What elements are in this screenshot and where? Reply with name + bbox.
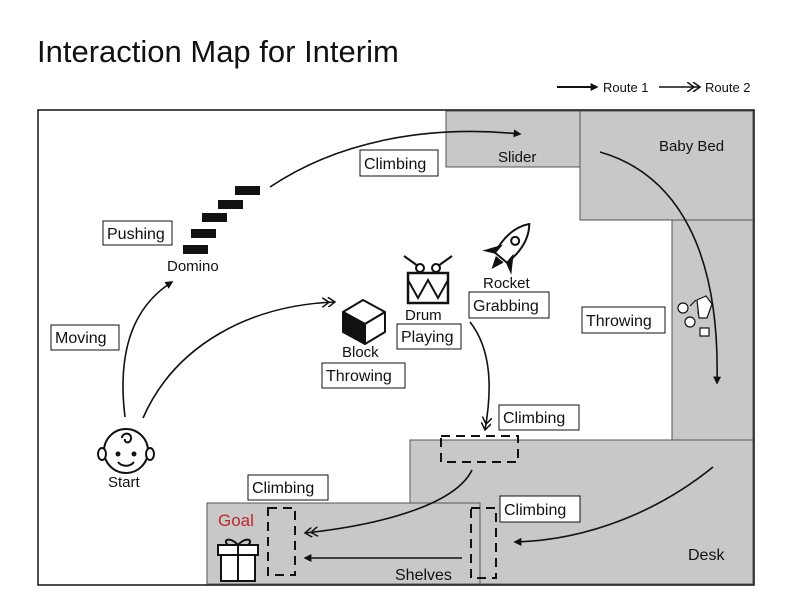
shelves-landing-zone <box>470 507 497 579</box>
rocket-label: Rocket <box>483 275 531 292</box>
shelves-label: Shelves <box>395 567 452 584</box>
bed-side-area <box>671 219 754 441</box>
svg-text:Climbing: Climbing <box>364 156 426 173</box>
action-climbing-desk: Climbing <box>498 404 580 431</box>
svg-text:Moving: Moving <box>55 330 107 347</box>
rocket-icon <box>482 222 531 275</box>
svg-text:Playing: Playing <box>401 329 453 346</box>
block-label: Block <box>342 344 379 361</box>
drum-label: Drum <box>405 307 442 324</box>
svg-text:Pushing: Pushing <box>107 226 165 243</box>
route1-desk-to-shelves <box>513 466 714 546</box>
desk-label: Desk <box>688 547 725 564</box>
throwing-toys-icon <box>677 295 713 337</box>
action-climbing-slider: Climbing <box>359 149 439 177</box>
svg-text:Climbing: Climbing <box>503 410 565 427</box>
svg-text:Grabbing: Grabbing <box>473 298 539 315</box>
start-label: Start <box>108 474 141 491</box>
legend-route2: Route 2 <box>705 80 751 95</box>
action-pushing: Pushing <box>102 220 173 246</box>
goal-label: Goal <box>218 511 254 530</box>
block-icon <box>342 299 386 345</box>
action-moving: Moving <box>50 324 120 351</box>
page-title: Interaction Map for Interim <box>37 34 399 69</box>
action-playing: Playing <box>396 323 462 350</box>
svg-text:Throwing: Throwing <box>586 313 652 330</box>
drum-icon <box>403 255 453 305</box>
baby-bed-area <box>579 110 754 221</box>
baby-face-icon <box>97 428 155 474</box>
baby-bed-label: Baby Bed <box>659 138 724 155</box>
gift-icon <box>217 538 259 582</box>
svg-text:Throwing: Throwing <box>326 368 392 385</box>
action-grabbing: Grabbing <box>468 291 550 319</box>
slider-area <box>445 110 581 168</box>
goal-landing-zone <box>267 507 296 576</box>
action-climbing-shelves: Climbing <box>499 495 581 523</box>
room-outline <box>37 109 755 586</box>
route2-drum-to-desk <box>469 321 489 430</box>
action-climbing-goal: Climbing <box>247 474 329 501</box>
desk-landing-zone <box>440 435 519 463</box>
route1-domino-to-slider <box>269 129 522 188</box>
route2-desk-to-goal <box>305 469 473 533</box>
action-throwing-block: Throwing <box>321 362 406 389</box>
route1-start-to-domino <box>122 281 174 418</box>
svg-text:Climbing: Climbing <box>504 502 566 519</box>
svg-text:Climbing: Climbing <box>252 480 314 497</box>
legend-route1: Route 1 <box>603 80 649 95</box>
domino-icon <box>183 186 260 254</box>
route1-bed-to-desk <box>599 151 722 385</box>
domino-label: Domino <box>167 258 219 275</box>
route2-start-to-block <box>142 302 335 419</box>
action-throwing-bed: Throwing <box>581 306 666 334</box>
legend: Route 1 Route 2 <box>557 80 751 95</box>
slider-label: Slider <box>498 149 536 166</box>
